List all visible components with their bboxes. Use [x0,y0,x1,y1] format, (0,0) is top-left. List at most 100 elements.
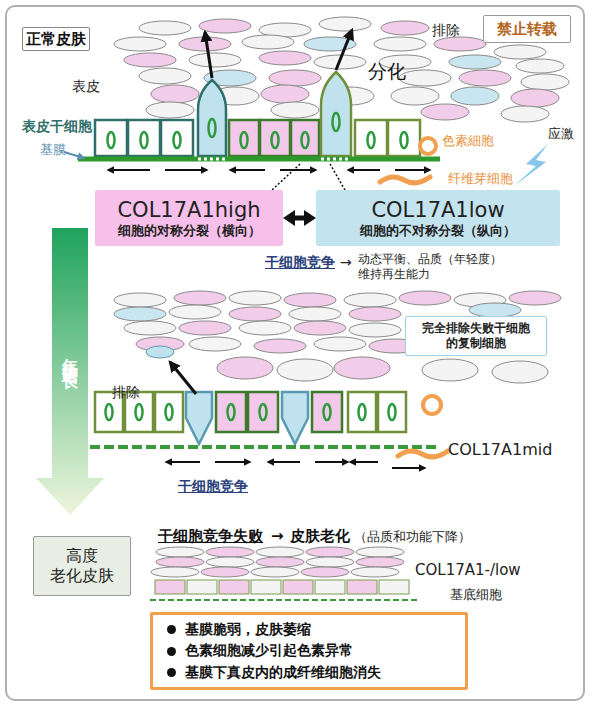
epidermal-cell [114,307,166,321]
box-title: COL17A1high [117,197,260,223]
epidermal-cell [349,323,401,337]
epidermal-cell [334,357,390,379]
leader-arrow [64,152,84,158]
process-label: 分化 [368,60,406,84]
axis-label: 年龄增长 [60,345,80,365]
aged-epidermis [150,547,420,600]
bullet-dot [167,668,176,677]
epidermal-cell [501,106,549,122]
nucleus [141,132,148,148]
aging-epidermis [90,291,561,468]
basal-cell [315,580,345,594]
stem-cells [64,72,440,159]
excluded-cell [146,346,174,358]
epidermal-cell [351,567,399,577]
basement-membrane [150,599,420,601]
stem-cell [229,120,259,156]
epidermal-cell [492,361,548,383]
epidermal-cell [314,337,366,351]
bullet-text: 色素细胞减少引起色素异常 [185,642,353,660]
arrow-text: → [340,254,352,272]
losing-stem-cell [282,392,308,444]
nucleus [302,132,309,148]
process-label: 排除 [432,22,460,40]
stem-cell [378,392,406,432]
epidermal-cell [521,74,569,90]
epidermal-cell [242,35,294,49]
epidermal-cell [229,291,281,305]
epidermal-cell [469,303,521,317]
stress-label: 应激 [548,126,574,142]
epidermal-cell [114,37,166,51]
layer-label: 基膜 [40,142,66,158]
epidermal-cell [516,59,564,73]
nucleus [166,404,173,420]
fibroblast [398,451,448,457]
pigment-cell [423,396,441,414]
nucleus [324,404,331,420]
outer-frame [6,6,584,700]
age-arrow [36,228,104,515]
epidermal-cell [374,37,426,51]
nucleus [136,404,143,420]
epidermal-cell [239,321,291,335]
stem-cell [348,392,376,432]
box-subtitle: 细胞的对称分裂（横向） [118,223,261,239]
epidermal-cell [399,291,451,305]
concept-label: 干细胞竞争 [265,254,335,272]
epidermal-cell [294,321,346,335]
lateral-arrow [166,461,200,463]
epidermal-cell [434,37,486,51]
note-text: 动态平衡、品质（年轻度） 维持再生能力 [358,252,530,282]
basal-cell [155,580,185,594]
basal-cell [251,580,281,594]
nucleus [174,132,181,148]
epidermal-cell [189,337,241,351]
stem-cell [312,392,342,432]
fibroblast [380,177,430,183]
nucleus [272,132,279,148]
cell-label: 表皮干细胞 [22,118,92,136]
epidermal-cell [509,291,561,305]
epidermal-cell [259,51,311,65]
bullet-row: 基膜下真皮内的成纤维细胞消失 [153,664,381,682]
stem-cell [155,392,183,432]
exclusion-arrow [170,362,196,394]
stem-cell [291,120,319,156]
epidermal-cell [356,557,404,567]
epidermal-cell [344,293,396,307]
epidermal-cell [151,567,199,577]
basement-membrane [90,445,440,449]
epidermal-cell [201,567,249,577]
basal-cell [379,580,409,594]
stem-cell [355,120,387,156]
epidermal-cell [356,547,404,557]
concept-label: 干细胞竞争 [178,478,248,496]
lateral-arrow [230,169,265,171]
section-tag: 正常皮肤 [22,27,90,51]
heading-text: 干细胞竞争失败 [158,527,263,546]
epidermal-cell [261,85,309,103]
differentiation-arrow [205,32,212,78]
lateral-arrow [215,461,250,463]
epidermal-cell [229,307,281,321]
epidermal-cell [319,17,371,31]
epidermal-cell [139,68,191,84]
epidermal-cell [124,53,176,67]
epidermal-cell [217,357,273,379]
layer-label: 表皮 [72,78,100,96]
nucleus [106,404,113,420]
epidermal-cell [451,87,499,105]
box-title: 禁止转载 [497,20,557,39]
bullet-text: 基膜脆弱，皮肤萎缩 [185,621,311,639]
bullet-dot [167,647,176,656]
epidermal-cell [349,307,401,321]
basal-cell [187,580,217,594]
epidermal-cell [251,567,299,577]
epidermal-cell [124,321,176,335]
nucleus [368,132,375,148]
division-arrows [108,30,548,190]
bullet-text: 基膜下真皮内的成纤维细胞消失 [185,664,381,682]
lateral-arrow [165,169,207,171]
